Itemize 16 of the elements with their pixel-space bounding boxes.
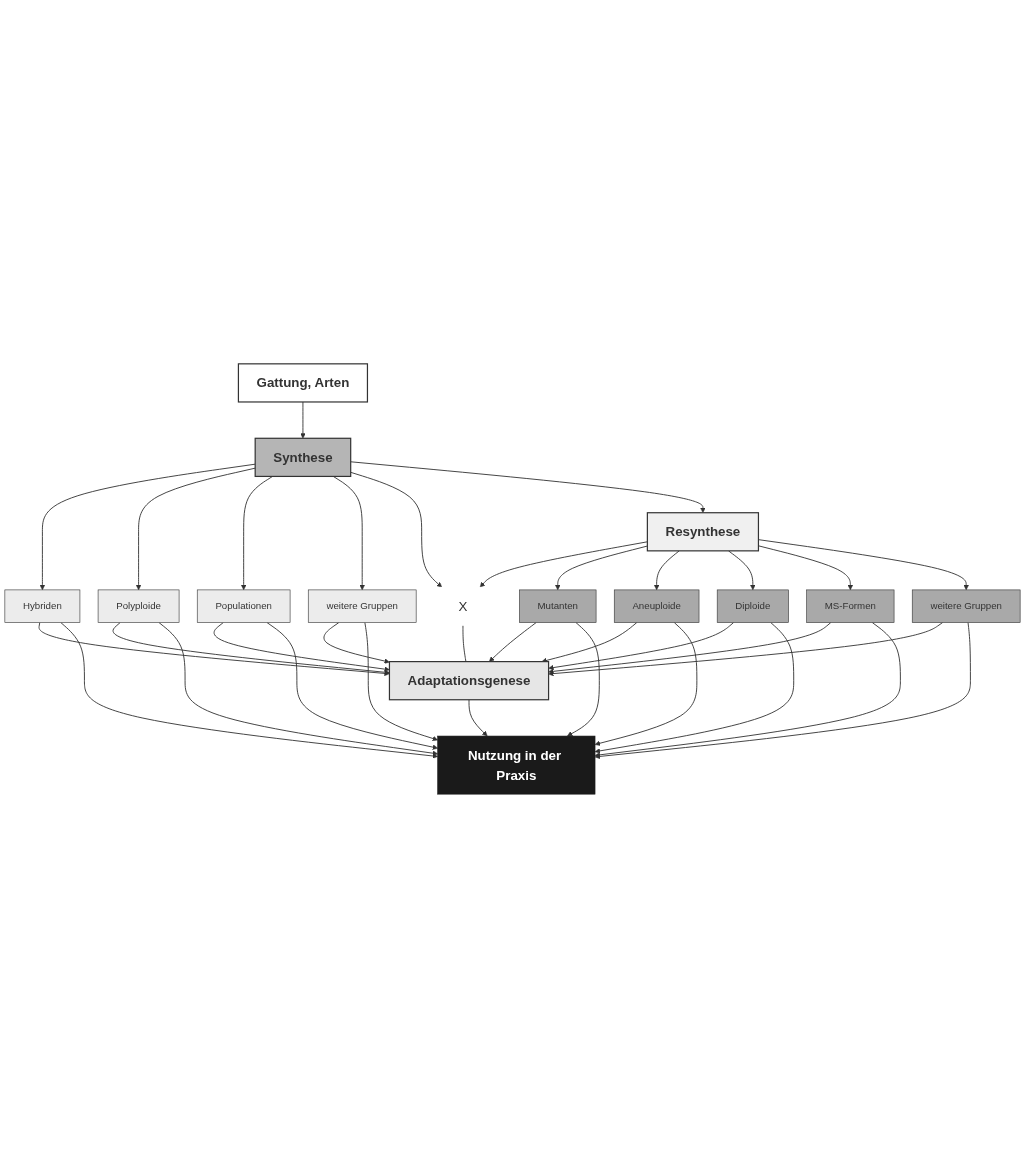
node-box: Nutzung in der Praxis (437, 735, 596, 795)
node-box: MS-Formen (806, 589, 895, 623)
node-box: Aneuploide (613, 589, 700, 623)
node-text: X (458, 598, 468, 614)
node-box: Mutanten (519, 589, 597, 623)
node-box: weitere Gruppen (307, 589, 417, 623)
node-box: Populationen (196, 589, 291, 623)
node-box: Hybriden (4, 589, 81, 623)
node-box: Diploide (716, 589, 789, 623)
node-box: Synthese (254, 437, 352, 477)
node-box: Adaptationsgenese (388, 661, 550, 701)
node-box: weitere Gruppen (911, 589, 1021, 623)
node-box: Resynthese (646, 512, 760, 552)
node-box: Polyploide (97, 589, 180, 623)
connector (462, 624, 467, 663)
node-box: Gattung, Arten (237, 363, 369, 403)
